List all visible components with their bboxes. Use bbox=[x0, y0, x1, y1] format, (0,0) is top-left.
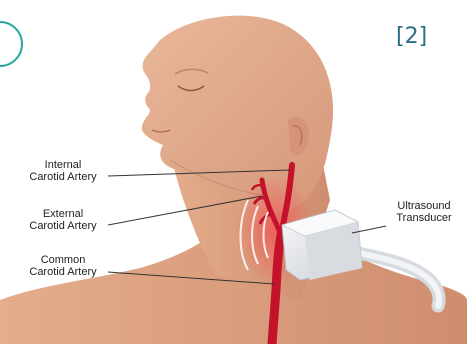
label-internal-carotid: Internal Carotid Artery bbox=[20, 159, 106, 183]
label-transducer: Ultrasound Transducer bbox=[384, 200, 464, 224]
head bbox=[142, 16, 333, 211]
corner-circle-fragment bbox=[0, 22, 22, 66]
label-external-carotid: External Carotid Artery bbox=[20, 208, 106, 232]
label-common-carotid: Common Carotid Artery bbox=[20, 254, 106, 278]
reference-number: [2] bbox=[396, 24, 427, 49]
